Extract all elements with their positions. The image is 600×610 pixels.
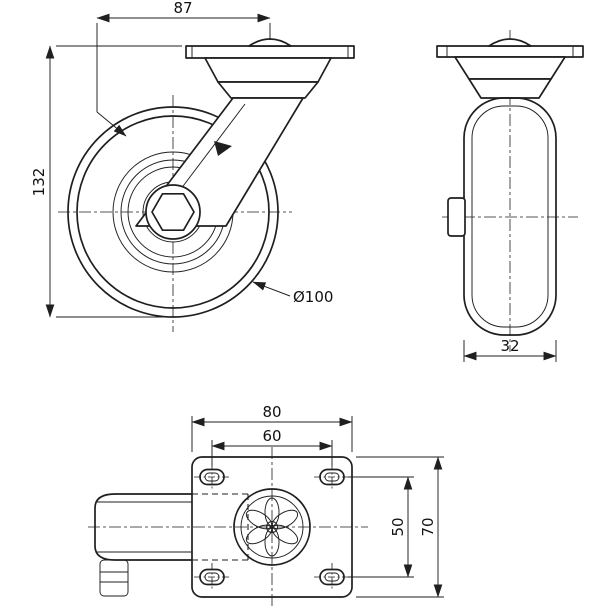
- swivel-assembly-front: [135, 38, 355, 240]
- kingpin-dome-side: [488, 38, 532, 47]
- brand-logo-icon: [214, 141, 232, 156]
- bearing-outer-circle: [233, 488, 311, 566]
- star-petal: [264, 497, 280, 527]
- swivel-housing-front: [204, 57, 332, 83]
- bolt-slot: [314, 463, 350, 491]
- dimension-label-32: 32: [500, 337, 519, 355]
- swivel-raceway-side: [468, 78, 552, 99]
- front-view: 87 132 Ø100: [30, 0, 355, 332]
- wheel-top-view: [94, 493, 249, 597]
- wheel-side: [447, 97, 557, 336]
- wheel-side-tread-line: [471, 105, 549, 328]
- kingpin-center: [266, 521, 278, 533]
- leader-arrow: [96, 111, 127, 137]
- swivel-assembly-side: [436, 38, 584, 99]
- star-petal: [264, 527, 280, 557]
- dimension-label-70: 70: [419, 517, 437, 536]
- dimension-hole-spacing-length: 60: [211, 427, 333, 466]
- dimension-plate-width: 70: [356, 456, 444, 598]
- star-petal: [271, 509, 299, 530]
- bolt-slots: [194, 463, 350, 591]
- mounting-plate: [191, 456, 353, 598]
- brake-detail: [99, 559, 129, 597]
- dimension-wheel-width: 32: [463, 337, 557, 362]
- swivel-raceway-front: [217, 81, 319, 99]
- dimension-label-60: 60: [262, 427, 281, 445]
- axle-bolt-side: [447, 197, 466, 237]
- star-petal: [245, 509, 273, 530]
- star-petal: [245, 524, 273, 545]
- leader-line: [252, 281, 291, 297]
- dimension-label-87: 87: [173, 0, 192, 17]
- dimension-hole-spacing-width: 50: [348, 476, 414, 578]
- kingpin-dome-front: [248, 38, 292, 47]
- dimension-label-50: 50: [389, 517, 407, 536]
- dimension-wheel-diameter: Ø100: [252, 281, 333, 306]
- brake-outline: [99, 559, 129, 597]
- top-plate-front: [185, 45, 355, 59]
- dimension-plate-length: 80: [191, 403, 353, 452]
- bolt-slot: [194, 563, 230, 591]
- bolt-slot: [314, 563, 350, 591]
- bearing-inner-circle: [240, 495, 304, 559]
- star-petal: [271, 524, 299, 545]
- top-plate-side: [436, 45, 584, 58]
- plate-outline: [191, 456, 353, 598]
- dimension-label-80: 80: [262, 403, 281, 421]
- bottom-centerlines: [88, 447, 368, 607]
- swivel-housing-side: [454, 56, 566, 80]
- dimension-label-132: 132: [30, 168, 48, 197]
- plate-top-view: 80 60 50 70: [88, 403, 444, 607]
- dimension-label-d100: Ø100: [293, 288, 333, 306]
- swivel-bearing-top: [233, 488, 311, 566]
- dimension-overall-height: 132: [30, 45, 182, 318]
- bolt-slot: [194, 463, 230, 491]
- wheel-tread-inner: [76, 115, 270, 309]
- kingpin-star: [245, 497, 299, 557]
- axle-hex-nut: [151, 192, 195, 232]
- dimension-swivel-radius: 87: [96, 0, 271, 137]
- wheel-top-outline: [94, 493, 193, 561]
- side-view: 32: [436, 30, 584, 362]
- wheel-tread-outer: [67, 106, 279, 318]
